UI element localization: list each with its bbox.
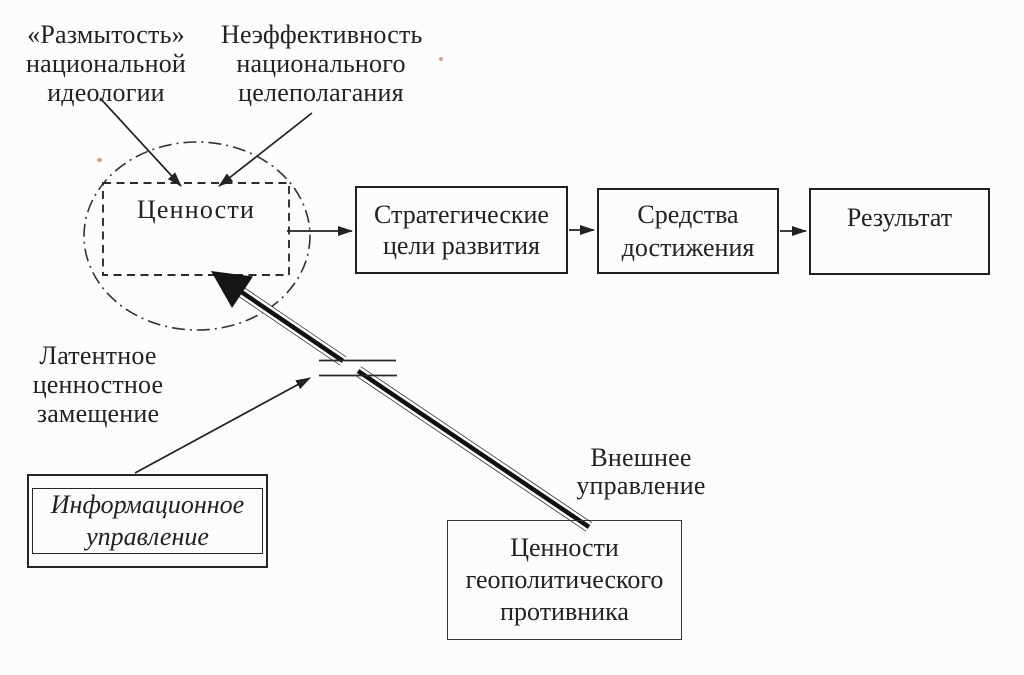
node-strategic-goals: Стратегические цели развития bbox=[355, 186, 568, 274]
node-means-of-achievement: Средства достижения bbox=[597, 188, 779, 274]
values-dashdot-ellipse bbox=[83, 141, 311, 331]
node-information-control-inner: Информационное управление bbox=[32, 488, 263, 554]
node-values: Ценности bbox=[136, 195, 256, 224]
striped-arrow-head bbox=[211, 271, 253, 308]
node-result: Результат bbox=[809, 188, 990, 275]
arrow-ineffective-to-values bbox=[218, 112, 313, 187]
node-adversary-values: Ценности геополитического противника bbox=[447, 520, 682, 640]
striped-arrow-adversary-to-values bbox=[211, 271, 593, 532]
scan-speck bbox=[439, 57, 443, 61]
label-blurred-ideology: «Размытость» национальной идеологии bbox=[25, 20, 187, 107]
label-ineffective-goal-setting: Неэффективность национального целеполага… bbox=[221, 20, 423, 107]
node-information-control: Информационное управление bbox=[27, 474, 268, 568]
scan-speck bbox=[97, 158, 102, 162]
label-external-control: Внешнее управление bbox=[576, 443, 706, 500]
values-dashed-rect bbox=[102, 182, 290, 276]
label-latent-value-substitution: Латентное ценностное замещение bbox=[32, 341, 164, 428]
arrow-blur-to-values bbox=[99, 97, 182, 187]
arrow-info-to-break bbox=[134, 377, 311, 474]
